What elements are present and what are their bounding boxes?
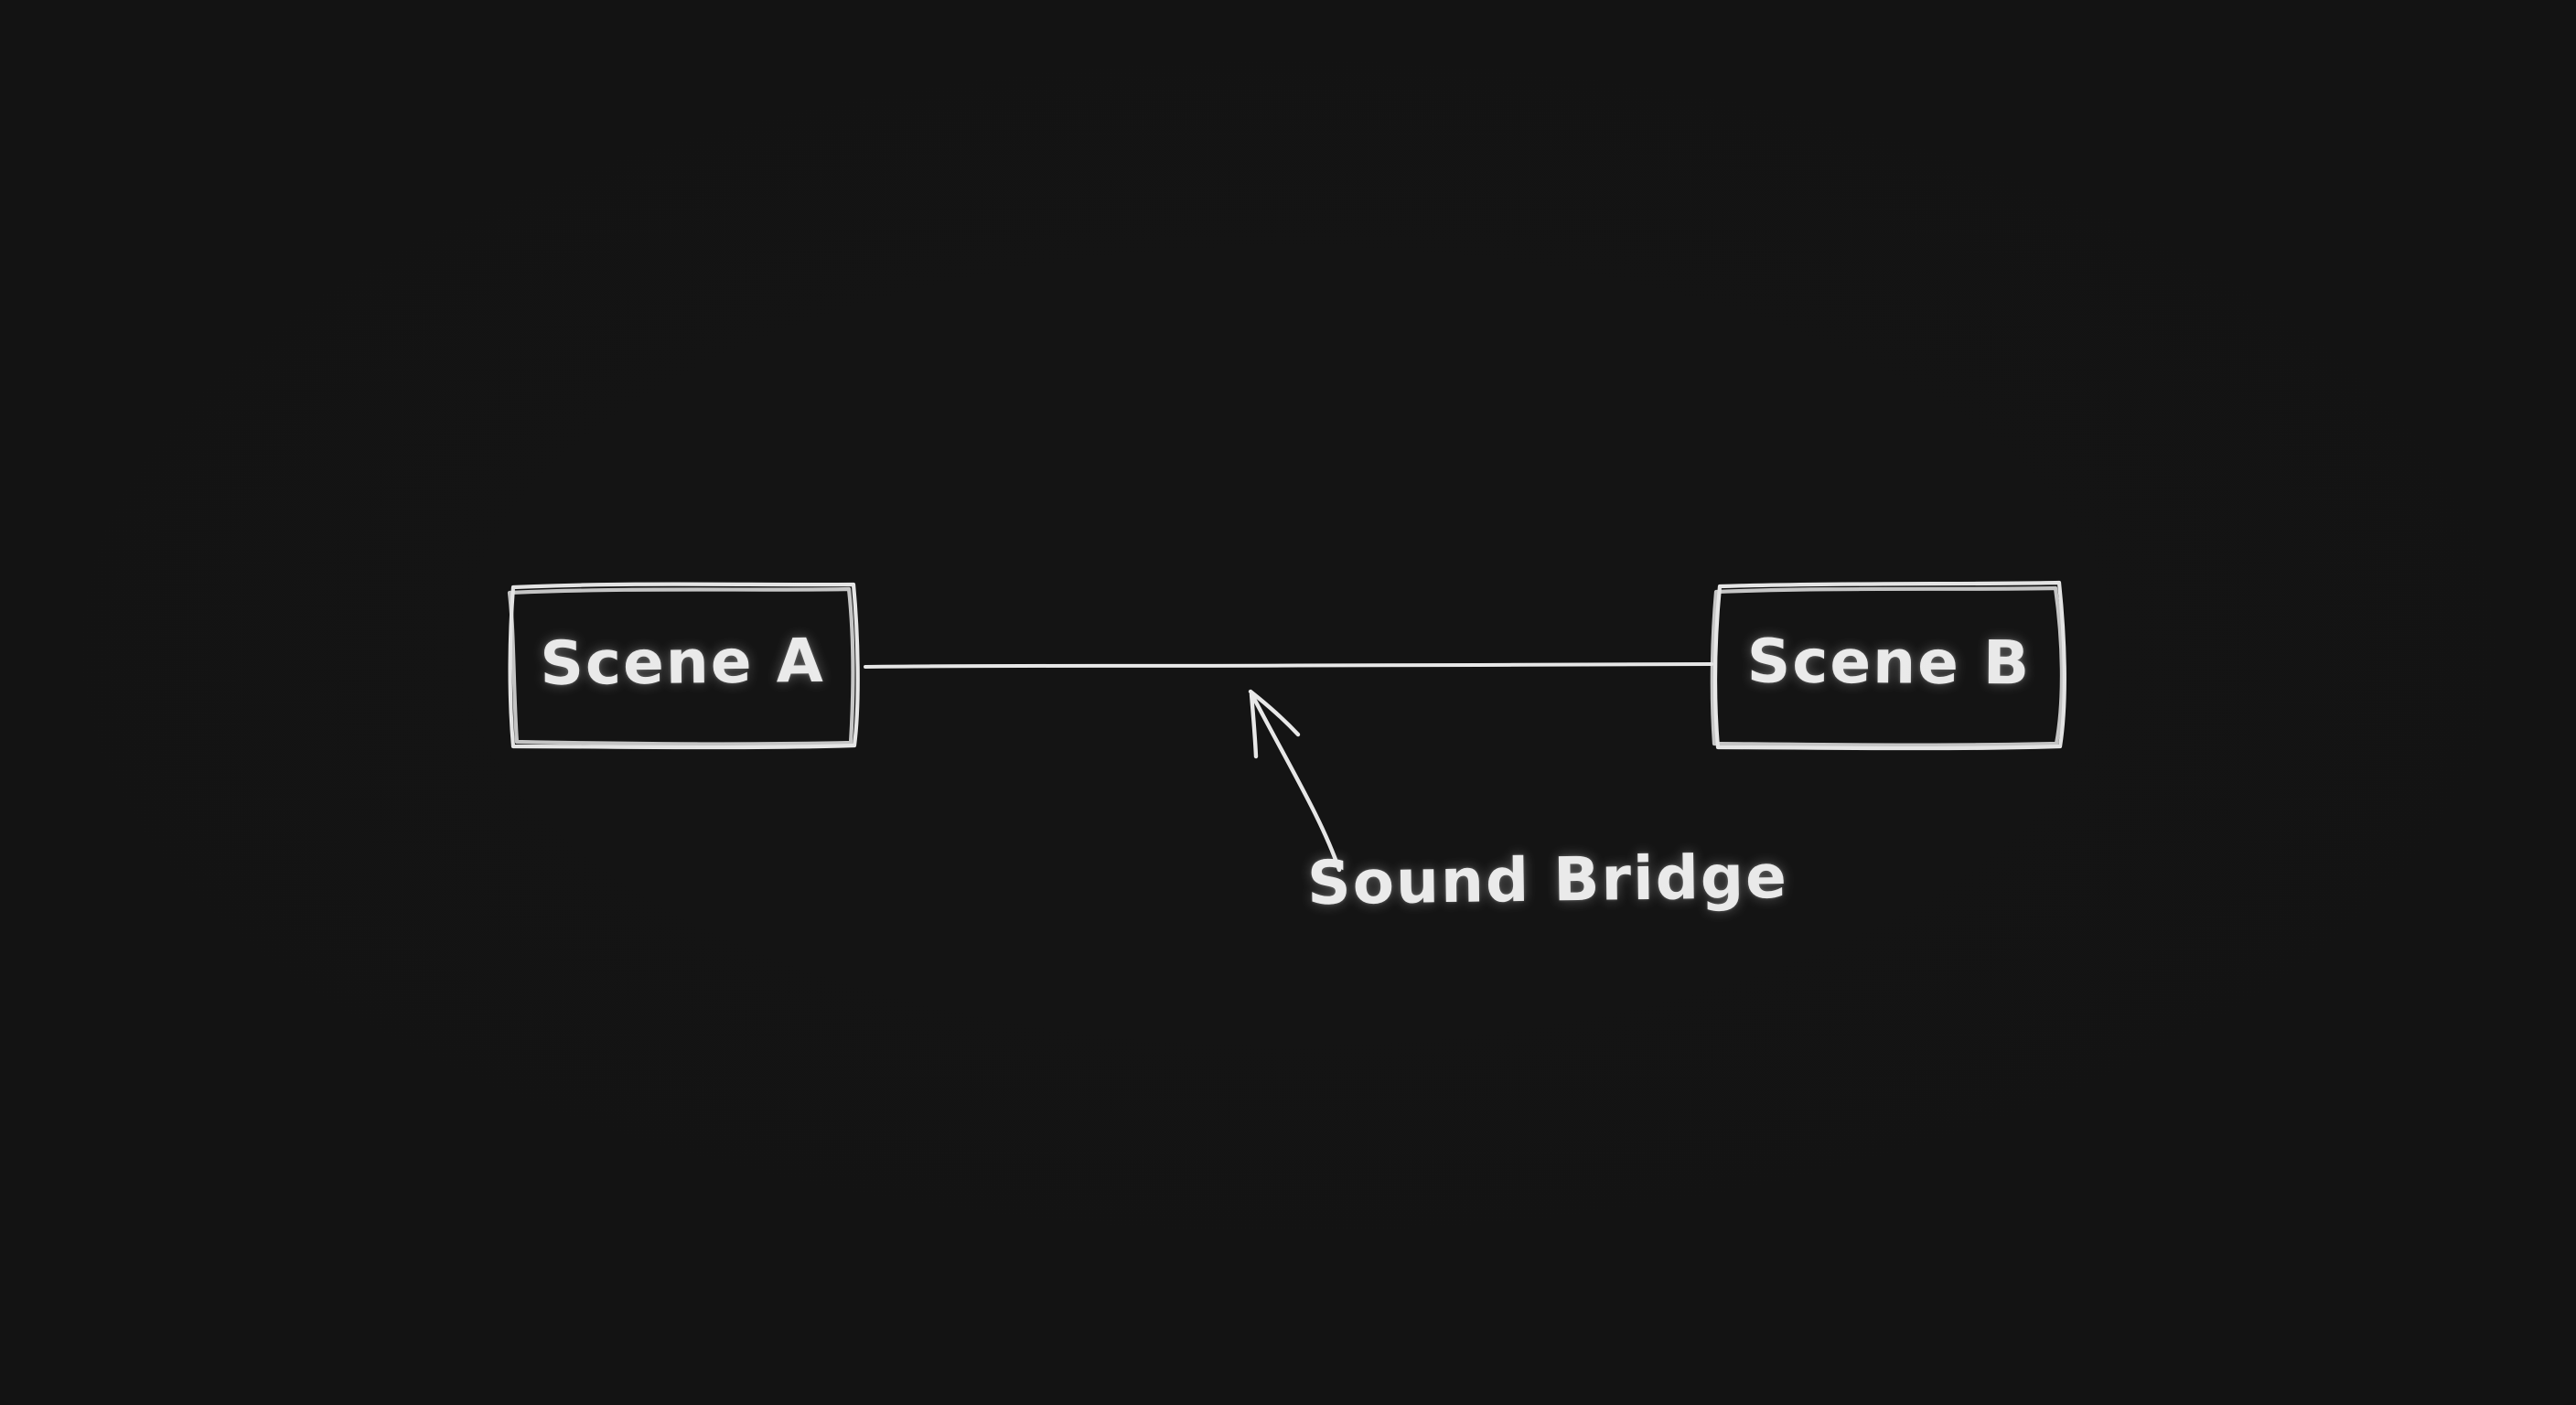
arrow-head-left-barb — [1249, 692, 1259, 759]
scene-a-box-stroke-2 — [507, 586, 855, 746]
scene-a-label: Scene A — [539, 625, 826, 700]
scene-b-box-stroke-1 — [1713, 580, 2066, 751]
sound-bridge-connector[interactable] — [864, 662, 1713, 669]
arrow-head-right-barb — [1248, 689, 1301, 737]
connector-line — [864, 662, 1713, 669]
scene-a-box[interactable] — [507, 582, 860, 750]
scene-b-box[interactable] — [1710, 580, 2066, 751]
sound-bridge-label: Sound Bridge — [1306, 841, 1789, 919]
scene-b-label: Scene B — [1746, 626, 2032, 699]
scene-a-box-stroke-1 — [508, 582, 860, 750]
scene-b-box-stroke-2 — [1710, 585, 2065, 747]
arrow-shaft — [1250, 692, 1342, 873]
annotation-arrow[interactable] — [1248, 689, 1342, 873]
